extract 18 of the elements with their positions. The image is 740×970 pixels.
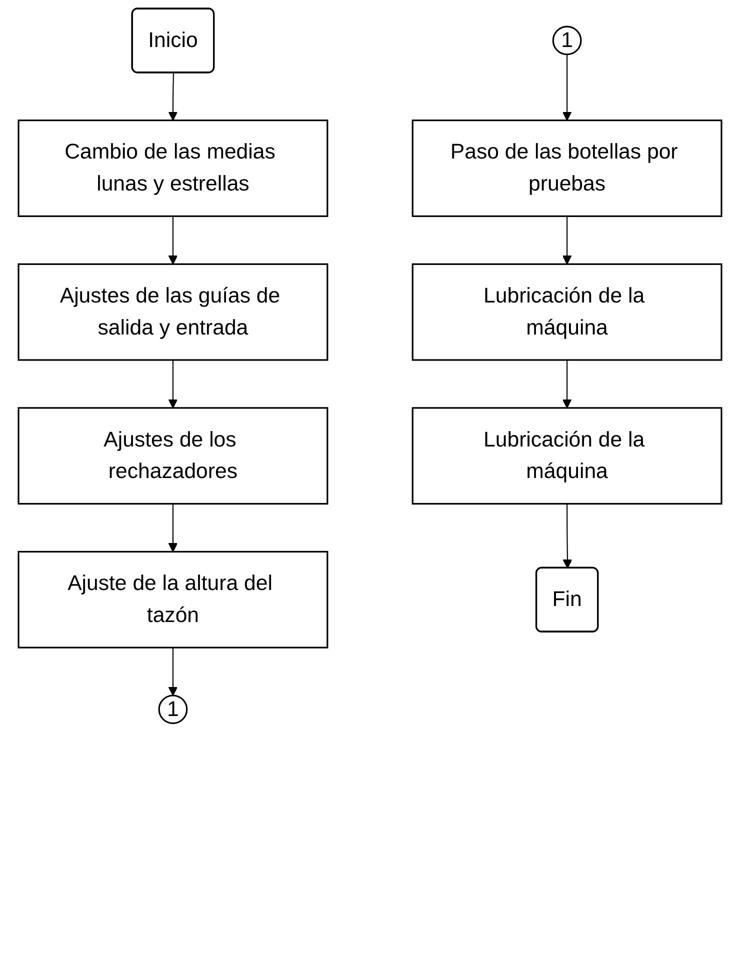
arrow — [562, 54, 572, 121]
arrow — [562, 360, 572, 408]
node-box: Lubricación de la máquina — [412, 263, 722, 361]
arrow — [168, 360, 178, 408]
node-box: Ajustes de los rechazadores — [18, 407, 328, 505]
node-box: Lubricación de la máquina — [412, 407, 722, 505]
arrow — [168, 216, 178, 265]
arrow — [562, 504, 572, 569]
node-box: Ajustes de las guías de salida y entrada — [18, 263, 328, 361]
node-box: Paso de las botellas por pruebas — [412, 120, 722, 218]
node-box: Ajuste de la altura del tazón — [18, 550, 328, 648]
arrow — [168, 72, 178, 121]
arrow — [168, 648, 178, 696]
node-circle: 1 — [158, 694, 188, 724]
arrow — [168, 504, 178, 552]
arrow — [562, 216, 572, 265]
node-circle: 1 — [552, 26, 582, 56]
node-box: Cambio de las medias lunas y estrellas — [18, 120, 328, 218]
